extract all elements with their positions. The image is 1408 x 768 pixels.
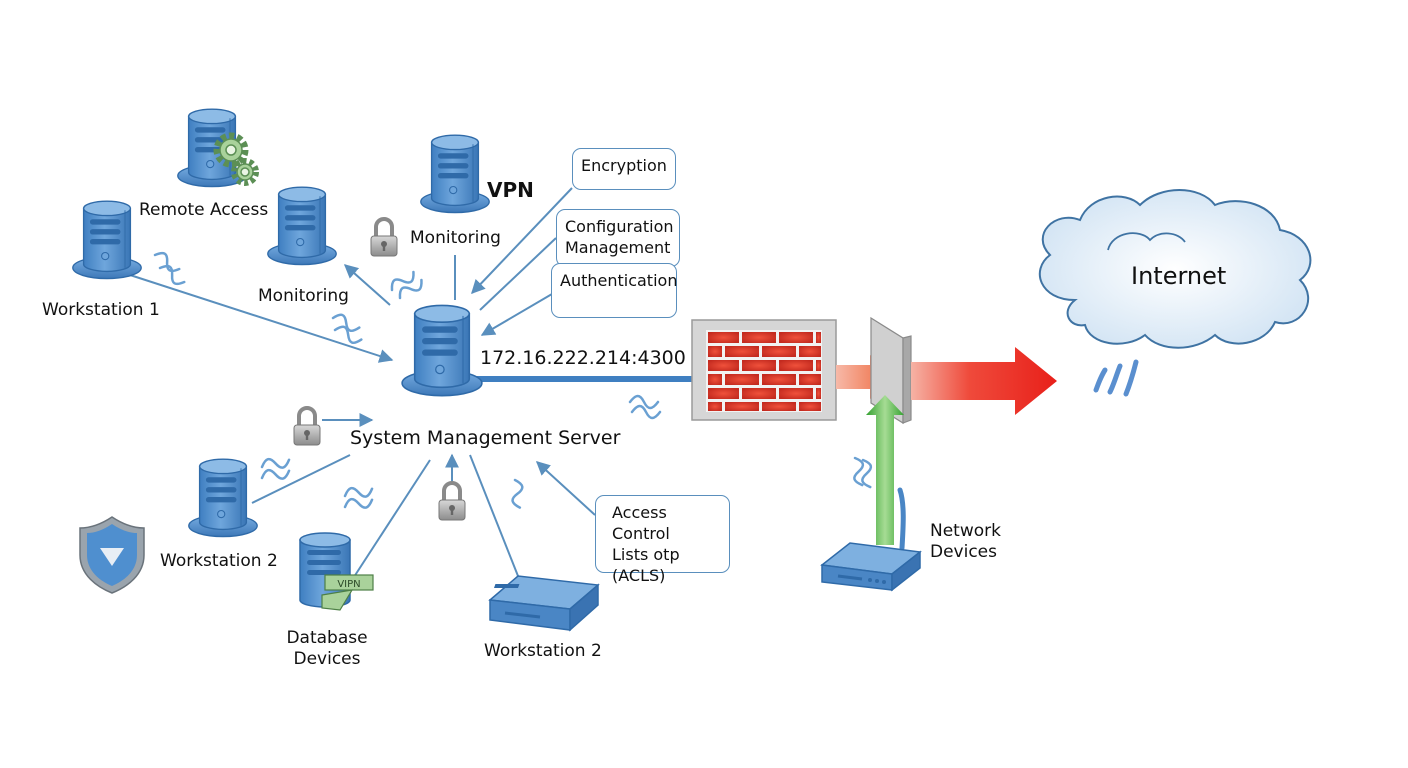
label-workstation2-bottom: Workstation 2 <box>484 641 602 661</box>
lock-icon-top <box>369 217 399 258</box>
label-remote-access: Remote Access <box>139 200 269 220</box>
label-central-server: System Management Server <box>350 427 621 449</box>
label-central-address: 172.16.222.214:4300 <box>480 347 686 369</box>
label-database-line1: Database <box>286 628 368 648</box>
feature-acl-line3: (ACLS) <box>612 566 666 585</box>
link-config <box>479 237 557 311</box>
router-icon-workstation2[interactable] <box>488 575 600 632</box>
lock-icon-left <box>292 406 322 447</box>
gateway-panel-icon <box>870 316 912 425</box>
link-authentication <box>480 293 553 336</box>
server-icon-vpn[interactable] <box>420 134 490 214</box>
label-network-line1: Network <box>930 521 1001 541</box>
link-workstation2-left <box>251 454 351 504</box>
arrow-to-internet <box>911 347 1057 415</box>
label-database-devices: Database Devices <box>282 628 372 670</box>
server-icon-central[interactable] <box>401 304 483 397</box>
link-encryption <box>471 187 573 295</box>
label-network-devices: Network Devices <box>930 521 1001 563</box>
link-workstation2-bottom <box>469 454 519 577</box>
feature-acl-line2: Lists otp <box>612 545 680 564</box>
feature-encryption-text: Encryption <box>581 156 667 175</box>
feature-box-configuration[interactable]: Configuration Management <box>556 209 680 267</box>
label-monitoring-top: Monitoring <box>410 228 501 248</box>
server-icon-workstation1[interactable] <box>72 200 142 280</box>
label-vpn: VPN <box>487 178 534 202</box>
link-monitoring-left <box>343 264 391 306</box>
label-internet: Internet <box>1131 262 1227 290</box>
feature-box-authentication[interactable]: Authentication <box>551 263 677 318</box>
connection-lines <box>129 187 596 581</box>
label-network-line2: Devices <box>930 542 997 562</box>
feature-box-encryption[interactable]: Encryption <box>572 148 676 190</box>
label-workstation1: Workstation 1 <box>42 300 160 320</box>
arrow-network-devices-up <box>866 395 904 545</box>
link-database <box>351 459 431 581</box>
gear-icon <box>213 132 259 186</box>
router-icon-network-devices[interactable] <box>820 487 922 592</box>
internet-cloud-icon[interactable] <box>1038 189 1312 397</box>
feature-box-acl[interactable]: Access Control Lists otp (ACLS) <box>595 495 730 585</box>
server-icon-monitoring-left[interactable] <box>267 186 337 266</box>
feature-config-line2: Management <box>565 238 671 257</box>
link-workstation1 <box>129 274 394 363</box>
link-acl <box>535 461 596 516</box>
feature-authentication-text: Authentication <box>560 271 678 290</box>
lock-icon-bottom <box>437 481 467 522</box>
server-icon-workstation2[interactable] <box>188 458 258 538</box>
firewall-icon[interactable] <box>691 319 837 421</box>
label-workstation2-left: Workstation 2 <box>160 551 278 571</box>
feature-config-line1: Configuration <box>565 217 674 236</box>
label-monitoring-left: Monitoring <box>258 286 349 306</box>
svg-text:VIPN: VIPN <box>337 579 360 590</box>
vpn-tag-icon: VIPN <box>321 574 374 611</box>
label-database-line2: Devices <box>293 649 361 669</box>
feature-acl-line1: Access Control <box>612 503 670 543</box>
shield-icon <box>79 516 145 594</box>
